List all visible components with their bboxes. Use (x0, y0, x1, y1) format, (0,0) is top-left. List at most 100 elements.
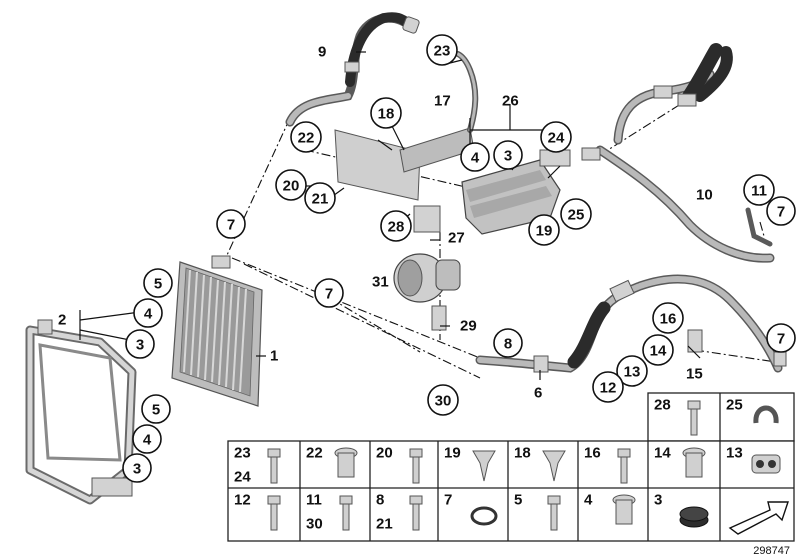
grid-cell-16: 16 (584, 445, 631, 484)
bolt-head-icon (339, 495, 353, 505)
callout-number: 23 (434, 43, 451, 60)
callout-number: 24 (548, 130, 565, 147)
grid-cell-number: 30 (306, 516, 323, 533)
grid-cell-25: 25 (726, 397, 779, 424)
callout-24: 24 (540, 121, 572, 153)
callout-circle (528, 214, 560, 246)
callout-number: 5 (154, 276, 162, 293)
small-fittings (687, 207, 787, 367)
part-label-17: 17 (434, 93, 451, 110)
callout-circle (132, 424, 162, 454)
o-ring-icon (470, 506, 498, 526)
callout-circle (592, 371, 624, 403)
callout-number: 3 (133, 461, 141, 478)
callout-30: 30 (427, 384, 459, 416)
grid-cell-18: 18 (514, 445, 566, 482)
bolt-head-icon (617, 448, 631, 458)
callout-number: 11 (751, 183, 767, 200)
callout-circle (380, 210, 412, 242)
bolt-head-icon (409, 495, 423, 505)
callout-12: 12 (592, 371, 624, 403)
callout-8: 8 (493, 328, 523, 358)
grid-cell-number: 12 (234, 492, 251, 509)
bolt-head-icon (409, 448, 423, 458)
callout-28: 28 (380, 210, 412, 242)
callout-number: 7 (227, 217, 235, 234)
hose-clip-icon (753, 405, 779, 424)
part-label-6: 6 (534, 385, 542, 402)
callout-7: 7 (314, 278, 344, 308)
grid-cell-28: 28 (654, 397, 701, 436)
grid-cell-arrow (728, 501, 789, 535)
coolant-pump (393, 253, 461, 331)
callout-number: 28 (388, 219, 405, 236)
callout-number: 3 (136, 337, 144, 354)
grid-cell-number: 14 (654, 445, 671, 462)
callout-number: 13 (624, 364, 641, 381)
bushing-body-icon (615, 499, 633, 525)
grid-cell-19: 19 (444, 445, 496, 482)
grid-cell-22: 22 (306, 445, 358, 478)
rubber-mount-top-icon (679, 506, 709, 522)
callout-number: 4 (144, 306, 153, 323)
bolt-shaft-icon (412, 456, 420, 484)
callout-number: 25 (568, 207, 585, 224)
grid-cell-number: 21 (376, 516, 393, 533)
grid-cell-number: 16 (584, 445, 601, 462)
callout-circle (125, 329, 155, 359)
bolt-head-icon (267, 495, 281, 505)
grid-cell-number: 11 (306, 492, 322, 509)
mounting-bracket (334, 51, 479, 233)
callout-circle (427, 384, 459, 416)
grid-cell-13: 13 (726, 445, 781, 474)
callout-circle (560, 198, 592, 230)
callout-5: 5 (141, 394, 171, 424)
bushing-body-icon (337, 452, 355, 478)
callout-20: 20 (275, 169, 307, 201)
part-label-9: 9 (318, 44, 326, 61)
callout-circle (460, 142, 490, 172)
part-label-15: 15 (686, 366, 703, 383)
callout-18: 18 (370, 97, 402, 129)
callout-3: 3 (125, 329, 155, 359)
bushing-body-icon (685, 452, 703, 478)
callout-circle (122, 453, 152, 483)
callout-number: 18 (378, 106, 395, 123)
callout-circle (304, 182, 336, 214)
oil-cooler-radiator (171, 255, 263, 407)
bolt-shaft-icon (270, 503, 278, 531)
bolt-head-icon (267, 448, 281, 458)
hose-10 (595, 43, 775, 263)
grid-cell-4: 4 (584, 492, 636, 525)
callout-circle (616, 355, 648, 387)
grid-cell-12: 12 (234, 492, 281, 531)
pipe-hole-icon (768, 460, 776, 468)
part-label-29: 29 (460, 318, 477, 335)
callout-25: 25 (560, 198, 592, 230)
callout-4: 4 (132, 424, 162, 454)
callout-circle (314, 278, 344, 308)
callout-circle (133, 298, 163, 328)
rivet-icon (472, 450, 496, 482)
callout-3: 3 (493, 140, 523, 170)
callout-number: 4 (471, 150, 480, 167)
grid-cell-14: 14 (654, 445, 706, 478)
callout-number: 22 (298, 130, 315, 147)
part-label-31: 31 (372, 274, 389, 291)
part-label-10: 10 (696, 187, 713, 204)
callout-3: 3 (122, 453, 152, 483)
callout-circle (766, 323, 796, 353)
callout-13: 13 (616, 355, 648, 387)
reference-number: 298747 (753, 545, 790, 557)
callout-number: 5 (152, 402, 160, 419)
hose-6 (475, 274, 783, 373)
part-label-26: 26 (502, 93, 519, 110)
callout-circle (652, 302, 684, 334)
bolt-shaft-icon (342, 503, 350, 531)
grid-cell-number: 28 (654, 397, 671, 414)
grid-cell-number: 19 (444, 445, 461, 462)
callout-number: 4 (143, 432, 152, 449)
callout-23: 23 (426, 34, 458, 66)
